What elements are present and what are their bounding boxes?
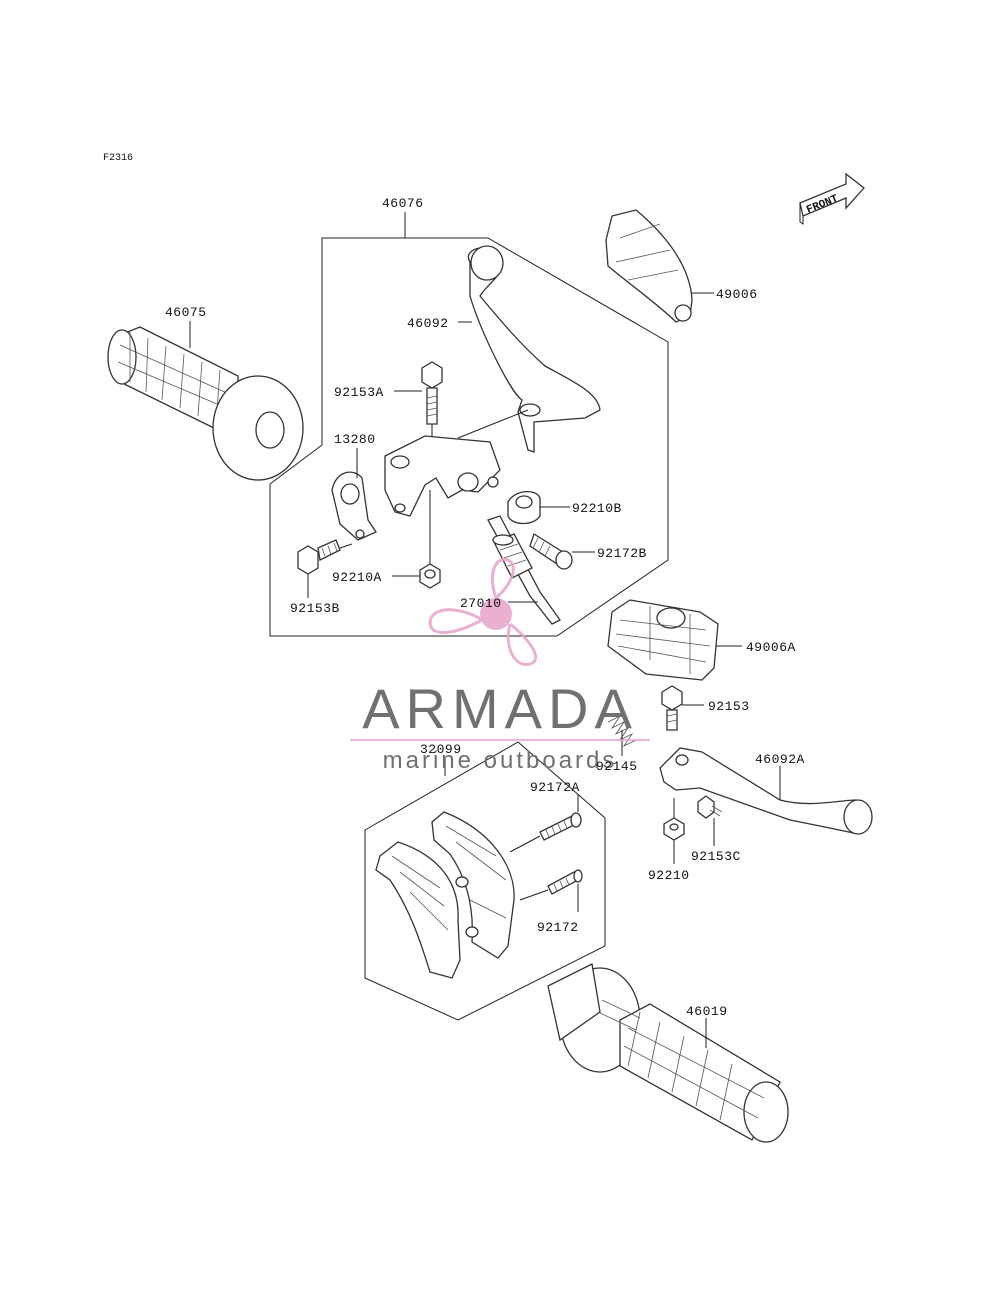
label-92210: 92210	[648, 868, 690, 883]
label-92172A: 92172A	[530, 780, 580, 795]
screw-92172	[547, 869, 583, 895]
assembly-46076-outline	[269, 237, 669, 637]
label-46075: 46075	[165, 305, 207, 320]
grip-46075	[107, 326, 304, 481]
label-49006A: 49006A	[746, 640, 796, 655]
label-32099: 32099	[420, 742, 462, 757]
label-92172B: 92172B	[597, 546, 647, 561]
cover-49006	[605, 209, 693, 323]
collar-92210B	[507, 491, 541, 525]
label-92153A: 92153A	[334, 385, 384, 400]
label-46076: 46076	[382, 196, 424, 211]
bolt-92153	[661, 685, 683, 731]
adjuster-92172B	[529, 533, 573, 570]
switch-housing-32099	[375, 811, 515, 979]
label-46092: 46092	[407, 316, 449, 331]
label-46092A: 46092A	[755, 752, 805, 767]
screw-92172A	[539, 812, 582, 841]
lever-46092A	[659, 747, 873, 835]
label-92153C: 92153C	[691, 849, 741, 864]
label-27010: 27010	[460, 596, 502, 611]
nut-92210	[663, 817, 685, 841]
cover-49006A	[607, 599, 719, 681]
label-92172: 92172	[537, 920, 579, 935]
watermark-subtitle: marine outboards	[383, 747, 618, 774]
label-46019: 46019	[686, 1004, 728, 1019]
clamp-13280	[331, 471, 377, 541]
label-13280: 13280	[334, 432, 376, 447]
lever-bracket	[384, 409, 529, 517]
grip-46019	[547, 963, 789, 1143]
watermark-title: ARMADA	[362, 677, 638, 740]
bolt-92153C	[697, 795, 723, 819]
assembly-32099-outline	[364, 741, 606, 1021]
label-49006: 49006	[716, 287, 758, 302]
nut-92210A	[419, 563, 441, 589]
label-92145: 92145	[596, 759, 638, 774]
figure-code: F2316	[103, 153, 133, 164]
label-92210A: 92210A	[332, 570, 382, 585]
bolt-92153B	[297, 539, 341, 575]
label-92210B: 92210B	[572, 501, 622, 516]
lever-46092	[467, 245, 601, 453]
label-92153B: 92153B	[290, 601, 340, 616]
watermark-logo-icon	[428, 558, 537, 666]
bolt-92153A	[421, 361, 443, 425]
switch-27010	[487, 515, 561, 625]
label-92153: 92153	[708, 699, 750, 714]
front-arrow-icon: FRONT	[799, 172, 865, 225]
